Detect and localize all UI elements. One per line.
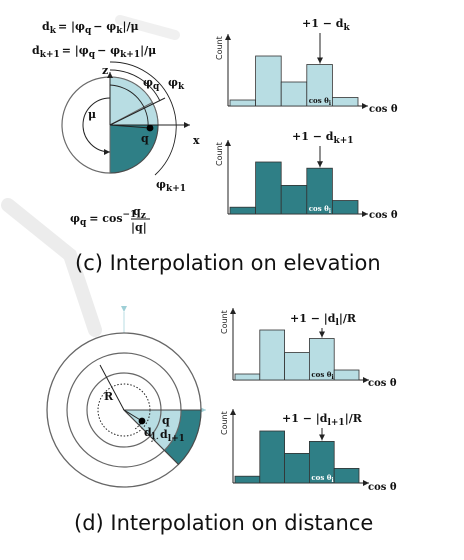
histogram-bar	[255, 161, 282, 215]
label-dl: dl	[144, 426, 156, 442]
caption-distance: (d) Interpolation on distance	[74, 511, 373, 535]
elevation-panel: dk= |φq− φk|/μ dk+1= |φq− φk+1|/μ	[32, 20, 381, 275]
histogram-x-label: cos θ	[368, 378, 397, 389]
dl1-arc	[149, 437, 159, 443]
histogram-elev-bottom: Count cos θ cos θi +1 − dk+1	[215, 130, 398, 221]
elevation-ray-phi-k	[109, 97, 166, 126]
histogram-dist-top: Count cos θ cos θi +1 − |dl|/R	[220, 308, 397, 389]
histogram-bar	[284, 452, 310, 484]
histogram-bar	[229, 99, 257, 107]
histogram-bar	[333, 369, 360, 381]
elevation-circle	[61, 61, 190, 176]
histogram-annotation: +1 − dk	[302, 17, 350, 33]
label-phi-q: φq	[143, 76, 160, 92]
histogram-annotation: +1 − |dl+1|/R	[282, 412, 363, 428]
histogram-bar	[259, 329, 285, 381]
histogram-bin-label: cos θi	[311, 473, 334, 484]
histogram-bar	[284, 352, 310, 381]
histogram-elev-top: Count cos θ cos θi +1 − dk	[215, 17, 398, 115]
histogram-x-label: cos θ	[369, 104, 398, 115]
histogram-bin-label: cos θi	[309, 96, 332, 107]
histogram-bar	[234, 475, 261, 484]
histogram-bar	[331, 97, 359, 107]
histogram-bar	[234, 373, 261, 381]
histogram-annotation: +1 − dk+1	[292, 130, 354, 146]
histogram-dist-bottom: Count cos θ cos θi +1 − |dl+1|/R	[220, 409, 397, 493]
svg-text:qz: qz	[133, 205, 146, 221]
histogram-bar	[306, 64, 333, 107]
distance-panel: R q dl dl+1 (d) Interpolation on distanc…	[46, 306, 373, 535]
histogram-bar	[306, 167, 333, 215]
label-R: R	[104, 390, 114, 403]
histogram-y-label: Count	[220, 310, 229, 334]
distance-ray-q	[123, 409, 143, 422]
histogram-y-label: Count	[215, 142, 224, 166]
label-phi-k1: φk+1	[156, 178, 186, 194]
distance-diag-line	[123, 409, 179, 465]
mu-arc	[82, 97, 111, 155]
svg-text:φq= cos−1: φq= cos−1	[70, 210, 136, 228]
label-q-distance: q	[162, 414, 170, 427]
label-mu: μ	[88, 108, 96, 121]
histogram-bar	[259, 430, 285, 484]
formula-dk1: dk+1= |φq− φk+1|/μ	[32, 44, 156, 60]
histogram-bar	[308, 338, 335, 381]
watermark	[1, 15, 180, 337]
phi-q-arc	[109, 84, 149, 129]
label-phi-k: φk	[168, 76, 185, 92]
svg-text:|q|: |q|	[131, 221, 147, 234]
phi-k-arc	[109, 69, 161, 102]
label-x: x	[193, 134, 200, 147]
histogram-bar	[308, 440, 335, 484]
histograms: Count cos θ cos θi +1 − dk Count cos θ cos θi +…	[215, 17, 398, 493]
elevation-dark-sector	[109, 124, 159, 174]
histogram-y-label: Count	[215, 36, 224, 60]
histogram-y-label: Count	[220, 411, 229, 435]
histogram-annotation: +1 − |dl|/R	[290, 312, 357, 328]
histogram-x-label: cos θ	[369, 210, 398, 221]
label-dl1: dl+1	[160, 428, 185, 444]
radius-R-line	[99, 364, 125, 411]
point-q-distance	[138, 417, 146, 425]
histogram-bar	[280, 184, 308, 215]
histogram-bin-label: cos θi	[311, 370, 334, 381]
label-z: z	[102, 64, 108, 77]
formula-dk: dk= |φq− φk|/μ	[42, 20, 139, 36]
caption-elevation: (c) Interpolation on elevation	[75, 251, 381, 275]
histogram-bar	[280, 81, 308, 107]
histogram-bar	[229, 206, 257, 215]
histogram-bar	[255, 55, 282, 107]
histogram-bin-label: cos θi	[309, 204, 332, 215]
formula-phi-q: φq= cos−1 qz |q|	[70, 205, 150, 234]
histogram-bar	[331, 200, 359, 215]
point-q	[146, 124, 154, 132]
histogram-x-label: cos θ	[368, 482, 397, 493]
label-q-elevation: q	[141, 132, 149, 145]
phi-k1-arc	[109, 61, 177, 176]
histogram-bar	[333, 467, 360, 484]
